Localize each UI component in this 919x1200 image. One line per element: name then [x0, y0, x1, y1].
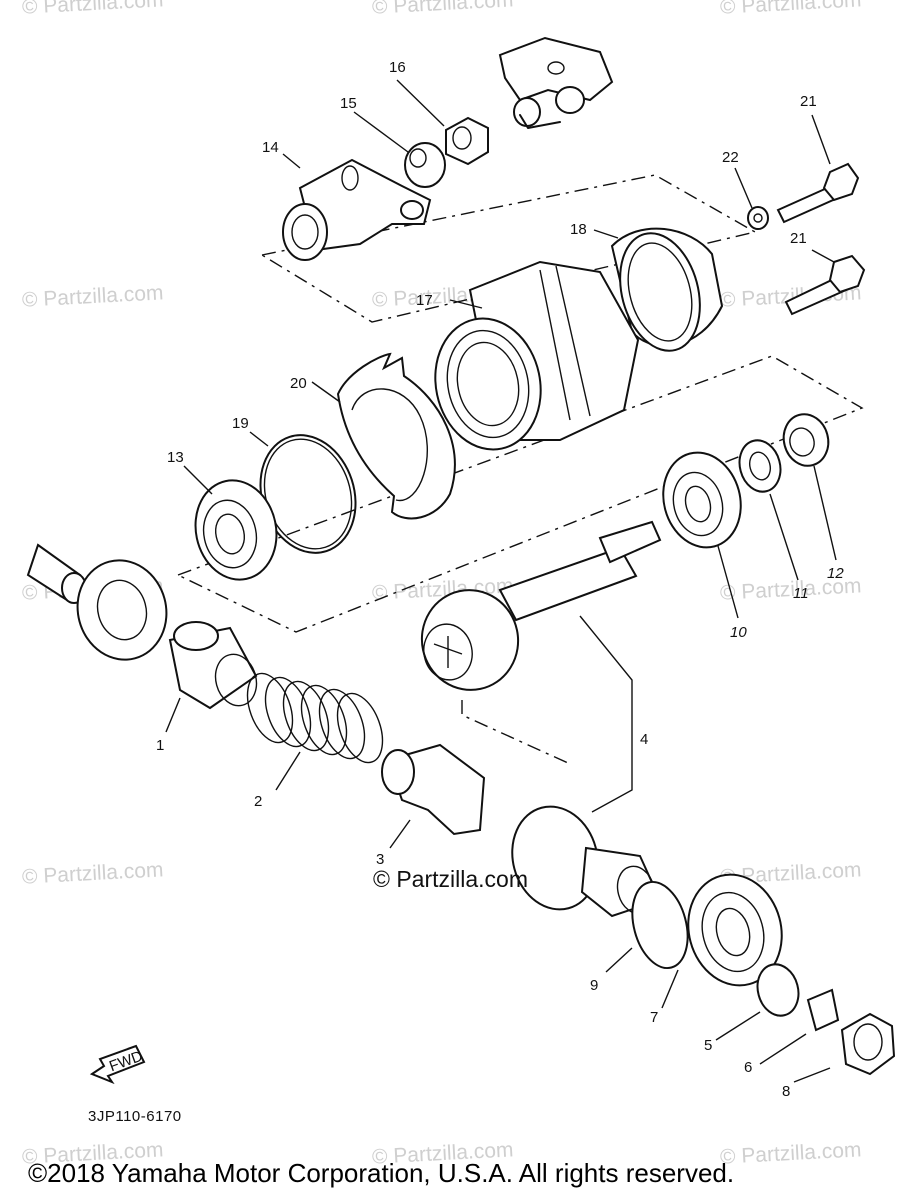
callout-22: 22 — [722, 149, 739, 166]
part-18-ring — [610, 227, 724, 352]
part-14-yoke — [282, 158, 432, 261]
callout-10: 10 — [730, 624, 747, 641]
part-20-plate — [336, 352, 456, 520]
fwd-arrow-icon: FWD — [89, 1044, 146, 1085]
callout-16: 16 — [389, 59, 406, 76]
part-15-washer — [404, 142, 446, 188]
copyright-notice: ©2018 Yamaha Motor Corporation, U.S.A. A… — [28, 1158, 735, 1188]
callout-21-lower: 21 — [790, 230, 807, 247]
part-9-washer — [631, 880, 689, 970]
center-watermark: © Partzilla.com — [373, 866, 528, 892]
callout-19: 19 — [232, 415, 249, 432]
assembly-box-lower — [176, 355, 864, 633]
part-16-nut — [445, 116, 489, 166]
callout-18: 18 — [570, 221, 587, 238]
callout-4: 4 — [640, 731, 648, 748]
callout-13: 13 — [167, 449, 184, 466]
part-22-washer — [747, 206, 769, 230]
callout-17: 17 — [416, 292, 433, 309]
assembly-guide-lower — [461, 700, 569, 764]
callout-8: 8 — [782, 1083, 790, 1100]
part-6-lock-washer — [806, 988, 840, 1032]
callout-6: 6 — [744, 1059, 752, 1076]
part-1-sleeve — [168, 621, 258, 710]
part-5-washer — [756, 963, 800, 1017]
part-13-bearing — [194, 479, 278, 581]
oil-seal-left — [76, 559, 168, 661]
assembly-box-upper — [260, 174, 757, 323]
callout-5: 5 — [704, 1037, 712, 1054]
callout-15: 15 — [340, 95, 357, 112]
universal-joint — [498, 36, 614, 129]
callout-12: 12 — [827, 565, 844, 582]
callout-9: 9 — [590, 977, 598, 994]
part-12-seal — [782, 413, 830, 467]
callout-2: 2 — [254, 793, 262, 810]
leader-lines — [165, 79, 837, 1083]
callout-7: 7 — [650, 1009, 658, 1026]
part-11-washer — [738, 439, 782, 493]
callout-14: 14 — [262, 139, 279, 156]
callout-1: 1 — [156, 737, 164, 754]
part-2-spring — [246, 672, 384, 764]
diagram-code: 3JP110-6170 — [88, 1108, 182, 1125]
part-21-bolt-upper — [776, 162, 860, 224]
part-10-bearing — [662, 451, 742, 549]
callout-3: 3 — [376, 851, 384, 868]
part-8-nut — [840, 1012, 896, 1076]
part-4-pinion-shaft — [420, 520, 662, 691]
shaft-stub-left — [26, 543, 87, 604]
callout-11: 11 — [793, 585, 809, 602]
part-7-bearing — [687, 873, 783, 987]
part-3-cam — [381, 743, 486, 836]
fwd-label: FWD — [107, 1048, 145, 1076]
callout-21-upper: 21 — [800, 93, 817, 110]
part-17-housing — [434, 260, 640, 451]
part-21-bolt-lower — [784, 254, 866, 316]
callout-20: 20 — [290, 375, 307, 392]
